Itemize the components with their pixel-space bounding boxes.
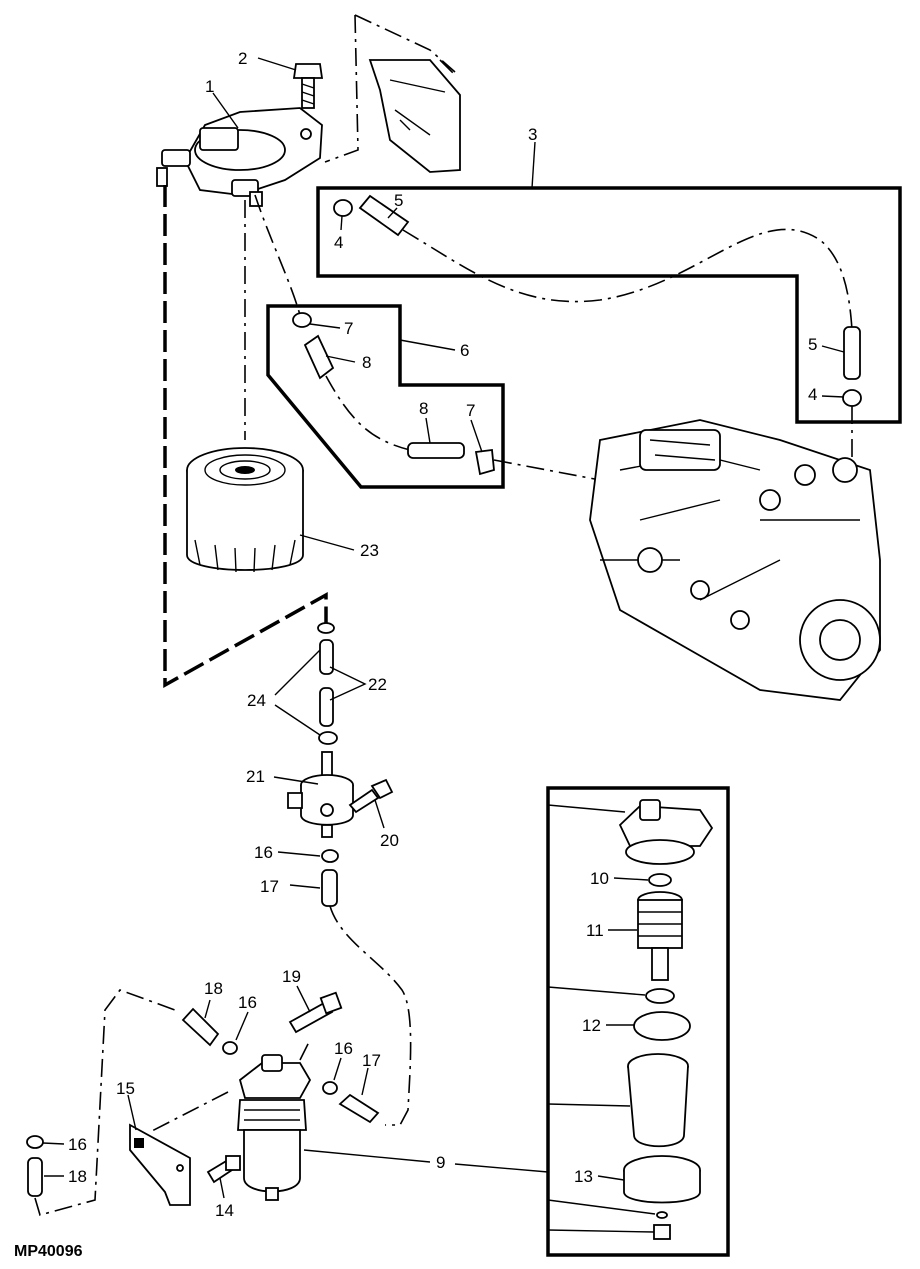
callout-9: 9 bbox=[436, 1153, 445, 1172]
callout-13: 13 bbox=[574, 1167, 593, 1186]
leader-lines bbox=[42, 57, 845, 1199]
callout-4a: 4 bbox=[334, 233, 343, 252]
callout-4b: 4 bbox=[808, 385, 817, 404]
hose-18a bbox=[181, 1007, 220, 1047]
callout-16c: 16 bbox=[334, 1039, 353, 1058]
callout-1: 1 bbox=[205, 77, 214, 96]
detail-box bbox=[546, 786, 730, 1257]
kit-outline-6 bbox=[266, 304, 505, 489]
clamp-16c bbox=[322, 1081, 338, 1095]
callout-17a: 17 bbox=[260, 877, 279, 896]
callout-2: 2 bbox=[238, 49, 247, 68]
ring-nut-13 bbox=[623, 1155, 701, 1204]
callout-14: 14 bbox=[215, 1201, 234, 1220]
hose-22-upper bbox=[319, 639, 334, 675]
hose-17b bbox=[338, 1093, 380, 1124]
callout-5a: 5 bbox=[394, 191, 403, 210]
bracket-dash-lines bbox=[324, 14, 456, 163]
callout-5b: 5 bbox=[808, 335, 817, 354]
callout-8b: 8 bbox=[419, 399, 428, 418]
clamp-4a bbox=[333, 199, 353, 217]
bracket-bolt-14 bbox=[206, 1155, 241, 1184]
callout-11: 11 bbox=[586, 921, 604, 940]
hose-18b bbox=[27, 1157, 43, 1197]
callout-6: 6 bbox=[460, 341, 469, 360]
clamp-4b bbox=[842, 389, 862, 407]
hose-5b bbox=[843, 326, 861, 380]
oring-12 bbox=[633, 1011, 691, 1041]
callout-3: 3 bbox=[528, 125, 537, 144]
hose-17a bbox=[321, 869, 338, 907]
callout-18a: 18 bbox=[204, 979, 223, 998]
callout-24: 24 bbox=[247, 691, 266, 710]
clamp-16b bbox=[222, 1041, 238, 1055]
ring-detail bbox=[645, 988, 675, 1004]
electric-fuel-pump bbox=[287, 751, 354, 838]
callout-15: 15 bbox=[116, 1079, 135, 1098]
injection-pump bbox=[589, 419, 881, 701]
spin-on-filter bbox=[186, 447, 304, 573]
callout-17b: 17 bbox=[362, 1051, 381, 1070]
callout-8a: 8 bbox=[362, 353, 371, 372]
hose-8a bbox=[303, 334, 335, 380]
pump-mounting-screw bbox=[348, 778, 394, 814]
callout-16b: 16 bbox=[238, 993, 257, 1012]
water-separator bbox=[237, 1054, 312, 1201]
clamp-24-top bbox=[317, 622, 335, 634]
hose-22-lower bbox=[319, 687, 334, 727]
element-11 bbox=[637, 891, 683, 981]
drain-plug bbox=[653, 1211, 671, 1240]
bolt-19 bbox=[288, 991, 343, 1034]
callout-21: 21 bbox=[246, 767, 265, 786]
return-hose-loop bbox=[163, 185, 328, 688]
filter-head-assembly bbox=[156, 107, 323, 207]
callout-20: 20 bbox=[380, 831, 399, 850]
figure-code: MP40096 bbox=[14, 1243, 83, 1260]
return-line-path bbox=[402, 228, 853, 331]
separator-head-detail bbox=[618, 799, 714, 865]
separator-bracket-15 bbox=[129, 1123, 191, 1206]
hose-5a bbox=[358, 194, 410, 237]
clamp-16d bbox=[26, 1135, 44, 1149]
mounting-bracket bbox=[368, 59, 461, 173]
callout-7b: 7 bbox=[466, 401, 475, 420]
kit-outline-3 bbox=[316, 186, 902, 424]
callout-22: 22 bbox=[368, 675, 387, 694]
clamp-7b bbox=[474, 448, 495, 476]
hose-8b bbox=[407, 442, 465, 459]
callout-12: 12 bbox=[582, 1016, 601, 1035]
oring-10 bbox=[648, 873, 672, 887]
callout-16a: 16 bbox=[254, 843, 273, 862]
clamp-16a bbox=[321, 849, 339, 863]
clamp-7a bbox=[292, 312, 312, 328]
callout-7a: 7 bbox=[344, 319, 353, 338]
mounting-bolt bbox=[292, 63, 324, 109]
callout-16d: 16 bbox=[68, 1135, 87, 1154]
callout-18b: 18 bbox=[68, 1167, 87, 1186]
callout-10: 10 bbox=[590, 869, 609, 888]
callout-23: 23 bbox=[360, 541, 379, 560]
callout-19: 19 bbox=[282, 967, 301, 986]
clamp-24-bottom bbox=[318, 731, 338, 745]
bowl-detail bbox=[627, 1053, 689, 1148]
